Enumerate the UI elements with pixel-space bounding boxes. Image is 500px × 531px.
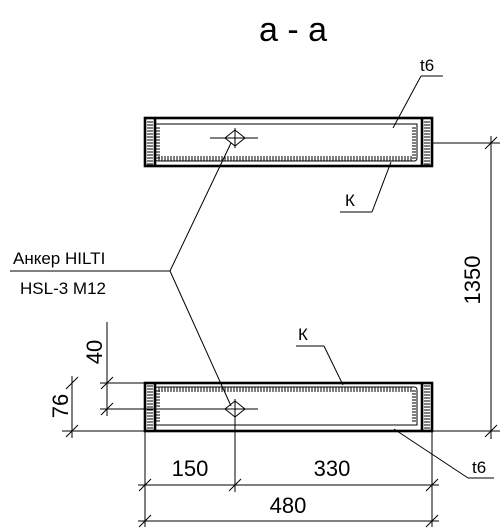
weld-label-top: К bbox=[345, 191, 355, 210]
dimension-offsets: 150 330 bbox=[138, 456, 439, 492]
dimension-anchor-edge-value: 40 bbox=[82, 340, 107, 364]
dimension-anchor-edge: 40 bbox=[82, 322, 210, 416]
thickness-leader-top: t6 bbox=[392, 56, 443, 129]
dimension-total-height: 1350 bbox=[432, 136, 500, 439]
dimension-extension-lines bbox=[144, 419, 433, 527]
dimension-total-height-value: 1350 bbox=[460, 256, 485, 305]
top-plate bbox=[143, 116, 434, 168]
anchor-label-line2: HSL-3 M12 bbox=[20, 279, 106, 298]
weld-hatching-bottom bbox=[147, 385, 430, 429]
anchor-label-line1: Анкер HILTI bbox=[13, 249, 105, 268]
thickness-leader-bottom: t6 bbox=[393, 428, 494, 479]
dimension-left-offset-value: 150 bbox=[172, 456, 209, 481]
thickness-label-top: t6 bbox=[420, 56, 434, 75]
dimension-total-width: 480 bbox=[138, 493, 439, 528]
section-title: а - а bbox=[259, 11, 327, 49]
weld-label-bottom: К bbox=[298, 325, 308, 344]
weld-leader-top: К bbox=[340, 161, 392, 213]
dimension-plate-height: 76 bbox=[48, 376, 145, 438]
dimension-right-offset-value: 330 bbox=[314, 456, 351, 481]
weld-hatching-top bbox=[147, 121, 430, 165]
anchor-marker-top bbox=[210, 128, 258, 148]
anchor-leader: Анкер HILTI HSL-3 M12 bbox=[10, 142, 232, 407]
dimension-plate-height-value: 76 bbox=[48, 394, 73, 418]
dimension-total-width-value: 480 bbox=[270, 493, 307, 518]
anchor-marker-bottom bbox=[210, 399, 258, 419]
bottom-plate bbox=[143, 381, 434, 433]
thickness-label-bottom: t6 bbox=[472, 458, 486, 477]
weld-leader-bottom: К bbox=[296, 325, 344, 386]
